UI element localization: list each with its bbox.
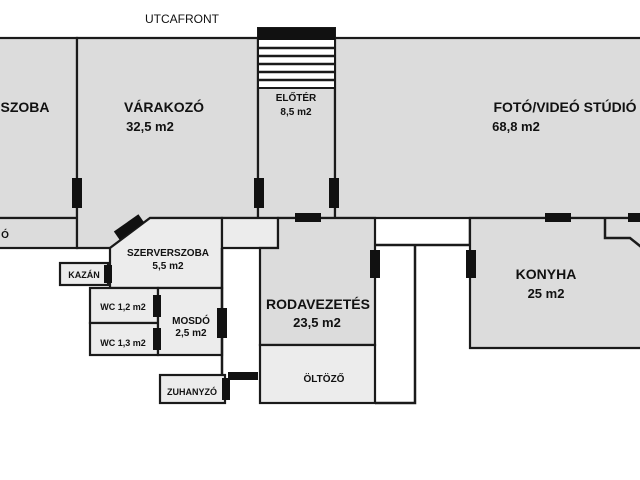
label-konyha: KONYHA <box>516 266 577 282</box>
door-mosdo <box>217 308 227 338</box>
area-studio: 68,8 m2 <box>492 119 540 134</box>
area-konyha: 25 m2 <box>528 286 565 301</box>
room-wc2 <box>88 321 160 357</box>
room-konyha <box>468 216 640 350</box>
label-wc2: WC 1,3 m2 <box>100 338 146 348</box>
door-konyha-left <box>466 250 476 278</box>
wall-corridor-right <box>375 245 417 405</box>
door-zuhanyzo <box>228 372 258 380</box>
door-wc1 <box>153 295 161 317</box>
area-rodavezetes: 23,5 m2 <box>293 315 341 330</box>
label-eloter: ELŐTÉR <box>276 91 317 104</box>
door-right-edge <box>628 213 640 222</box>
room-left-small <box>0 216 79 250</box>
door-wc2 <box>153 328 161 350</box>
door-konyha-top <box>545 213 571 222</box>
area-eloter: 8,5 m2 <box>280 107 312 118</box>
door-rodavezetes-top <box>295 213 321 222</box>
wall-corridor <box>375 218 472 247</box>
room-szoba <box>0 36 79 220</box>
door-szerverszoba <box>113 214 145 240</box>
area-szerverszoba: 5,5 m2 <box>152 261 184 272</box>
wall-kitchen-nook <box>603 218 640 248</box>
corridor-stub <box>220 216 280 250</box>
door-kazan <box>104 265 112 283</box>
label-kazan: KAZÁN <box>68 270 100 280</box>
door-varakozo <box>254 178 264 208</box>
label-left-small: Ó <box>1 228 9 241</box>
area-mosdo: 2,5 m2 <box>175 328 207 339</box>
label-studio: FOTÓ/VIDEÓ STÚDIÓ <box>493 98 636 115</box>
staircase <box>257 27 336 89</box>
label-szerverszoba: SZERVERSZOBA <box>127 248 209 259</box>
area-varakozo: 32,5 m2 <box>126 119 174 134</box>
door-left <box>72 178 82 208</box>
label-zuhanyzo: ZUHANYZÓ <box>167 386 217 397</box>
room-studio <box>333 36 640 220</box>
street-label: UTCAFRONT <box>145 12 220 26</box>
label-mosdo: MOSDÓ <box>172 314 210 327</box>
door-rodavezetes-right <box>370 250 380 278</box>
label-szoba: SZOBA <box>1 99 50 115</box>
door-eloter <box>329 178 339 208</box>
room-oltozo <box>258 343 377 405</box>
room-varakozo <box>75 36 260 250</box>
label-oltozo: ÖLTÖZŐ <box>304 372 345 385</box>
room-mosdo <box>156 286 224 357</box>
label-wc1: WC 1,2 m2 <box>100 302 146 312</box>
label-rodavezetes: RODAVEZETÉS <box>266 296 370 312</box>
label-varakozo: VÁRAKOZÓ <box>124 98 204 115</box>
door-zuhanyzo-side <box>222 378 230 400</box>
